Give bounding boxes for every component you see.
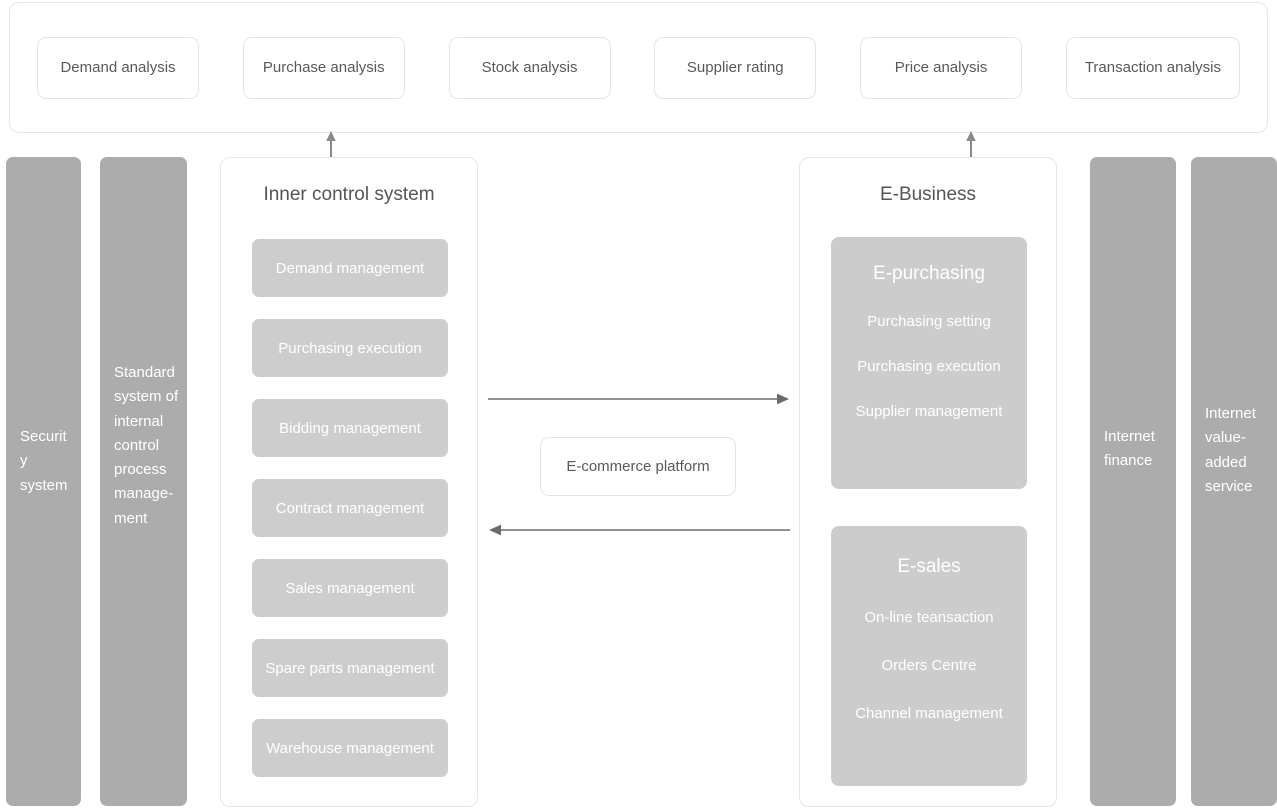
- panel-title-inner-control: Inner control system: [263, 184, 435, 205]
- analysis-chip-list: Demand analysis Purchase analysis Stock …: [10, 36, 1267, 99]
- arrow-left-ebusiness-to-inner-icon: [488, 523, 790, 542]
- module-card-label: Sales management: [285, 579, 415, 597]
- side-bar-label: Internet value-added service: [1205, 405, 1256, 495]
- group-item-online-transaction[interactable]: On-line teansaction: [864, 609, 994, 626]
- side-bar-internet-finance[interactable]: Internet finance: [1090, 157, 1176, 806]
- group-title-esales: E-sales: [897, 556, 961, 577]
- module-card-sales-management[interactable]: Sales management: [252, 559, 448, 617]
- module-card-label: Contract management: [275, 499, 425, 517]
- module-card-spare-parts-management[interactable]: Spare parts management: [252, 639, 448, 697]
- module-card-label: Purchasing execution: [278, 339, 422, 357]
- analysis-chip-label: Stock analysis: [481, 59, 578, 76]
- panel-inner-control-system: Inner control system Demand management P…: [220, 157, 478, 807]
- module-card-label: Bidding management: [279, 419, 421, 437]
- analysis-chip-transaction[interactable]: Transaction analysis: [1065, 36, 1240, 99]
- arrow-up-inner-to-analysis-icon: [318, 130, 344, 163]
- panel-title-ebusiness: E-Business: [879, 184, 977, 205]
- module-card-demand-management[interactable]: Demand management: [252, 239, 448, 297]
- side-bar-internet-value-added-service[interactable]: Internet value-added service: [1191, 157, 1277, 806]
- group-title-epurchasing: E-purchasing: [873, 263, 985, 284]
- arrow-right-inner-to-ebusiness-icon: [488, 392, 790, 411]
- side-bar-standard-system[interactable]: Standard system of internal control proc…: [100, 157, 187, 806]
- analysis-chip-supplier-rating[interactable]: Supplier rating: [654, 36, 817, 99]
- module-card-purchasing-execution[interactable]: Purchasing execution: [252, 319, 448, 377]
- module-card-label: Warehouse management: [266, 739, 434, 757]
- group-item-supplier-management[interactable]: Supplier management: [855, 403, 1003, 420]
- ecommerce-platform-box[interactable]: E-commerce platform: [540, 437, 736, 496]
- side-bar-security-system[interactable]: Security system: [6, 157, 81, 806]
- analysis-chip-label: Transaction analysis: [1084, 59, 1221, 76]
- analysis-chip-label: Demand analysis: [60, 59, 176, 76]
- analysis-chip-stock[interactable]: Stock analysis: [448, 36, 611, 99]
- panel-ebusiness: E-Business E-purchasing Purchasing setti…: [799, 157, 1057, 807]
- analysis-bar: Demand analysis Purchase analysis Stock …: [9, 2, 1268, 133]
- side-bar-label: Security system: [20, 428, 68, 494]
- side-bar-label: Internet finance: [1104, 428, 1155, 470]
- group-card-epurchasing[interactable]: E-purchasing Purchasing setting Purchasi…: [831, 237, 1027, 489]
- group-item-channel-management[interactable]: Channel management: [855, 705, 1003, 722]
- analysis-chip-label: Purchase analysis: [262, 59, 385, 76]
- analysis-chip-price[interactable]: Price analysis: [860, 36, 1023, 99]
- side-bar-label: Standard system of internal control proc…: [114, 364, 179, 527]
- arrow-up-ebusiness-to-analysis-icon: [958, 130, 984, 163]
- analysis-chip-demand[interactable]: Demand analysis: [37, 36, 199, 99]
- inner-control-module-list: Demand management Purchasing execution B…: [252, 239, 448, 799]
- module-card-warehouse-management[interactable]: Warehouse management: [252, 719, 448, 777]
- module-card-label: Spare parts management: [265, 659, 435, 677]
- analysis-chip-label: Price analysis: [894, 59, 988, 76]
- group-item-purchasing-execution[interactable]: Purchasing execution: [857, 358, 1001, 375]
- module-card-label: Demand management: [275, 259, 425, 277]
- group-item-orders-centre[interactable]: Orders Centre: [881, 657, 977, 674]
- module-card-contract-management[interactable]: Contract management: [252, 479, 448, 537]
- module-card-bidding-management[interactable]: Bidding management: [252, 399, 448, 457]
- group-card-esales[interactable]: E-sales On-line teansaction Orders Centr…: [831, 526, 1027, 786]
- ecommerce-platform-label: E-commerce platform: [566, 458, 710, 475]
- group-item-purchasing-setting[interactable]: Purchasing setting: [867, 313, 991, 330]
- analysis-chip-label: Supplier rating: [686, 59, 784, 76]
- analysis-chip-purchase[interactable]: Purchase analysis: [242, 36, 405, 99]
